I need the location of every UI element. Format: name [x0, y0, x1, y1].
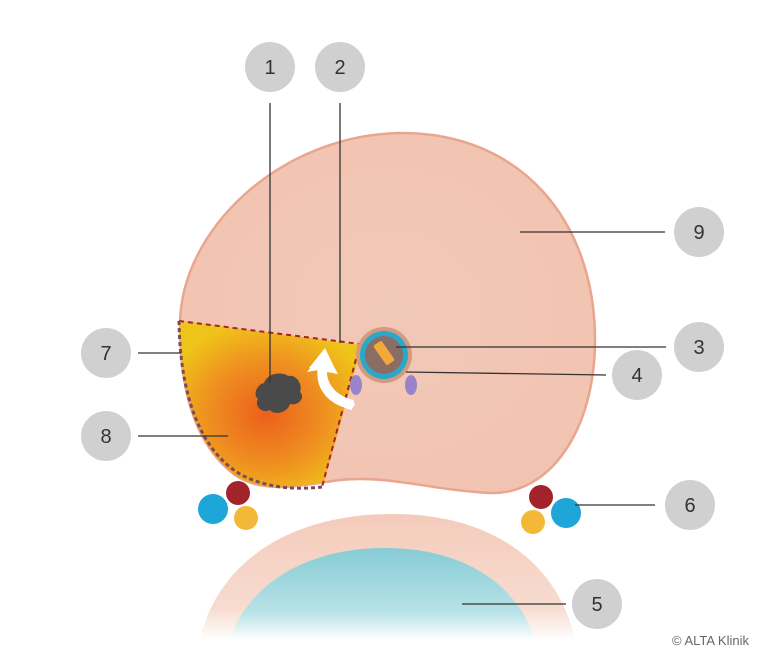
callout-1-label: 1: [264, 57, 275, 79]
callout-3-label: 3: [693, 337, 704, 359]
catheter-probe: [373, 341, 395, 365]
leader-4: [405, 371, 607, 376]
callout-2-label: 2: [334, 57, 345, 79]
callout-4-label: 4: [631, 365, 642, 387]
duct-right: [405, 375, 417, 395]
callout-5: 5: [572, 579, 622, 629]
nerve-yellow-left: [234, 506, 258, 530]
callout-5-label: 5: [591, 594, 602, 616]
vessel-blue-left: [198, 494, 228, 524]
lesion-shape: [255, 373, 303, 413]
callout-8: 8: [81, 411, 131, 461]
copyright-text: © ALTA Klinik: [671, 633, 749, 648]
callout-7: 7: [81, 328, 131, 378]
callout-1: 1: [245, 42, 295, 92]
leader-lines: [138, 103, 666, 605]
callout-8-label: 8: [100, 426, 111, 448]
callout-3: 3: [674, 322, 724, 372]
callout-6: 6: [665, 480, 715, 530]
callout-9-label: 9: [693, 222, 704, 244]
vessel-red-left: [226, 481, 250, 505]
rotation-arrow-head: [309, 348, 336, 371]
capsule-border: [177, 320, 323, 490]
nerve-yellow-right: [521, 510, 545, 534]
rotation-arrow-stroke: [317, 363, 355, 409]
callout-9: 9: [674, 207, 724, 257]
callout-6-label: 6: [684, 495, 695, 517]
duct-left: [350, 375, 362, 395]
callout-2: 2: [315, 42, 365, 92]
rectum-lumen: [230, 548, 535, 640]
callout-4: 4: [612, 350, 662, 400]
vessel-blue-right: [551, 498, 581, 528]
vessel-red-right: [529, 485, 553, 509]
callout-7-label: 7: [100, 343, 111, 365]
